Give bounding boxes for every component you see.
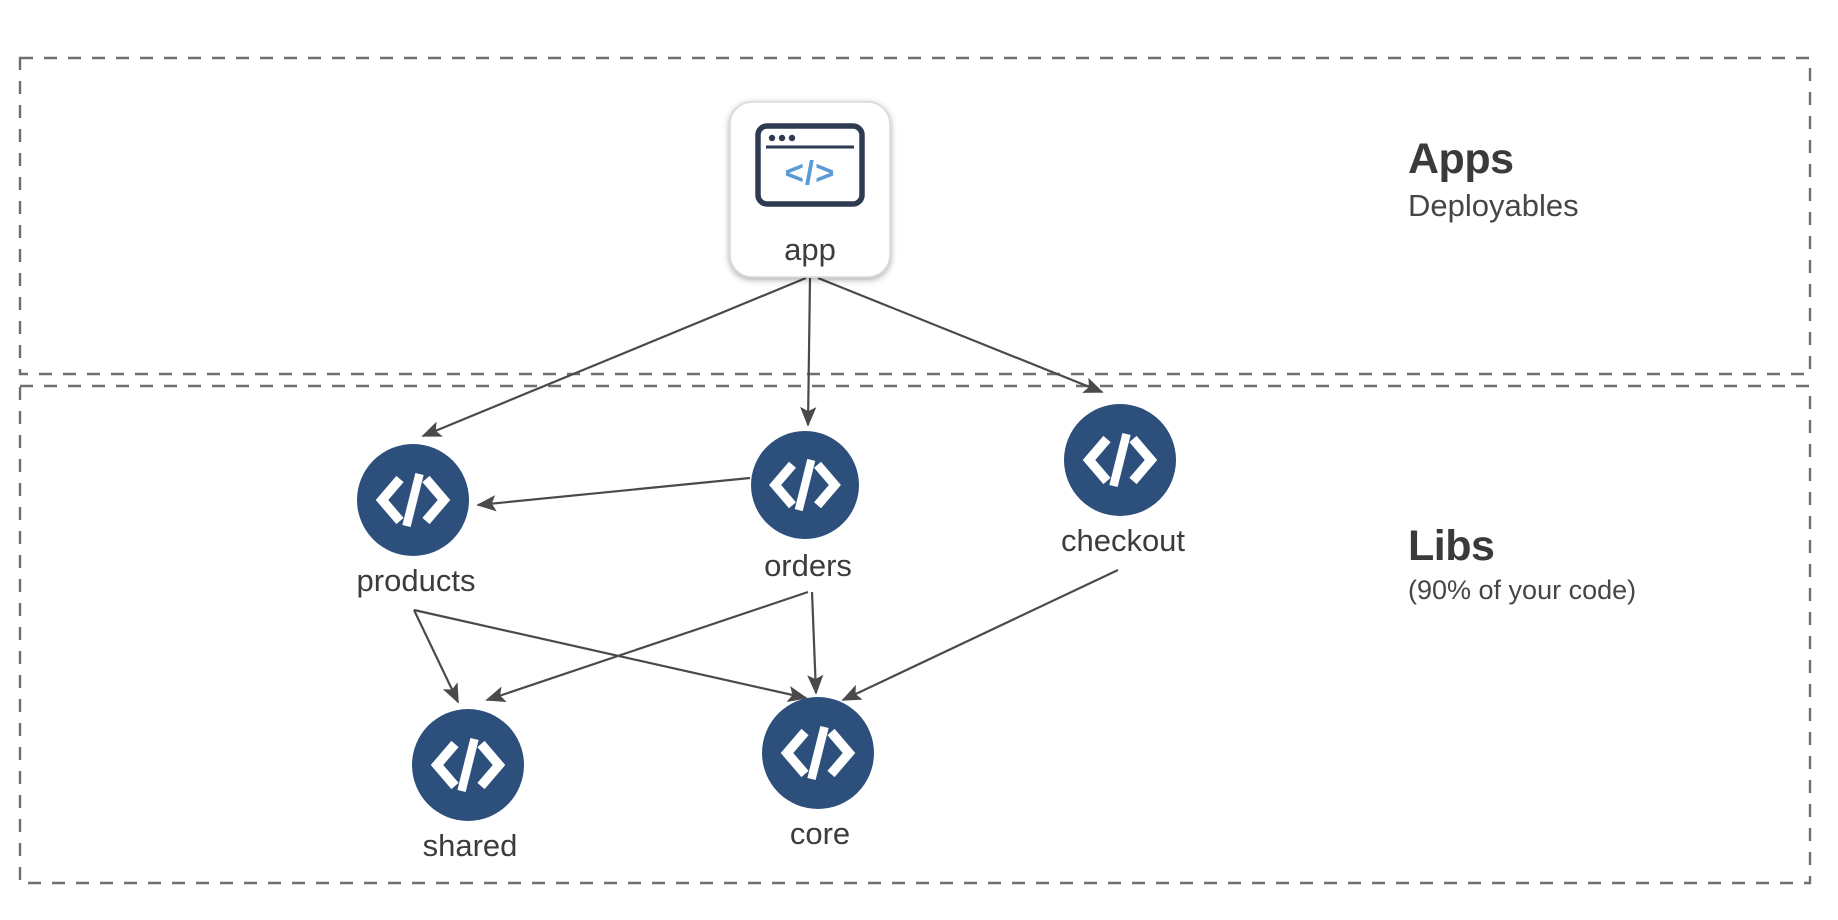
zone-subtitle-apps: Deployables xyxy=(1408,187,1579,223)
node-label-products: products xyxy=(356,563,476,598)
code-brackets-icon xyxy=(430,737,506,793)
node-core[interactable] xyxy=(762,697,874,809)
edge-orders-products xyxy=(476,476,751,512)
edge-app-products xyxy=(421,276,807,438)
edge-orders-core xyxy=(807,591,824,695)
code-brackets-icon xyxy=(375,472,451,528)
code-brackets-icon xyxy=(769,458,841,512)
zone-label-libs: Libs (90% of your code) xyxy=(1408,522,1637,606)
node-orders[interactable] xyxy=(751,431,859,539)
node-label-app: app xyxy=(784,232,836,267)
node-label-shared: shared xyxy=(422,828,518,863)
edge-app-checkout xyxy=(817,276,1104,394)
edge-orders-shared xyxy=(485,590,809,702)
code-brackets-icon xyxy=(780,725,856,781)
node-products[interactable] xyxy=(357,444,469,556)
node-shared[interactable] xyxy=(412,709,524,821)
edge-products-shared xyxy=(413,609,459,704)
zone-title-apps: Apps xyxy=(1408,135,1514,183)
code-window-icon: </> xyxy=(755,123,865,207)
zone-box-apps xyxy=(18,56,1812,376)
zone-subtitle-libs: (90% of your code) xyxy=(1408,574,1637,605)
edge-checkout-core xyxy=(841,569,1119,701)
node-checkout[interactable] xyxy=(1064,404,1176,516)
edge-app-orders xyxy=(800,277,817,427)
node-label-checkout: checkout xyxy=(1060,523,1186,558)
node-label-core: core xyxy=(789,816,851,851)
edge-group xyxy=(413,276,1119,704)
zone-box-libs xyxy=(18,384,1812,885)
edge-products-core xyxy=(413,608,808,702)
svg-text:</>: </> xyxy=(785,154,836,191)
zone-group xyxy=(18,56,1812,885)
node-app[interactable]: </> xyxy=(729,101,891,278)
zone-title-libs: Libs xyxy=(1408,522,1495,570)
node-label-orders: orders xyxy=(764,548,852,583)
node-group: </> xyxy=(357,101,1176,821)
code-brackets-icon xyxy=(1082,432,1158,488)
